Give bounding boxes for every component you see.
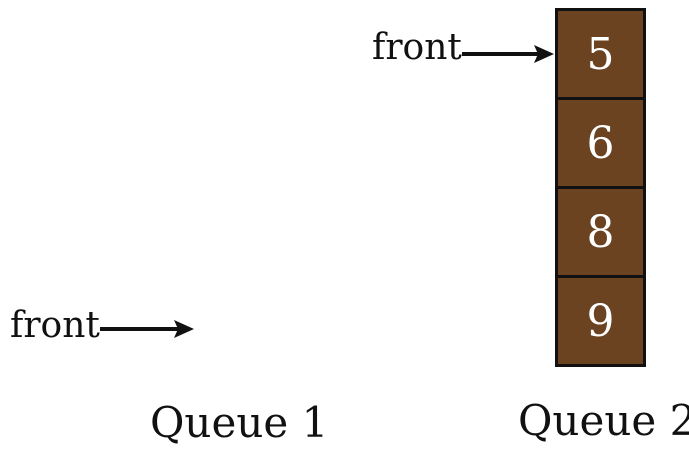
queue1-label: Queue 1 [150, 398, 329, 447]
queue2-stack: 5 6 8 9 [555, 8, 646, 367]
queue2-front-label: front [372, 27, 462, 68]
queue2-label: Queue 2 [518, 396, 689, 445]
queue1-front-arrow-icon [100, 320, 194, 338]
queue1-front-label: front [10, 305, 100, 346]
queue2-item: 6 [555, 97, 646, 189]
queue2-item: 5 [555, 8, 646, 100]
queue2-item: 9 [555, 275, 646, 367]
queue2-item: 8 [555, 186, 646, 278]
queue2-front-arrow-icon [462, 45, 554, 63]
